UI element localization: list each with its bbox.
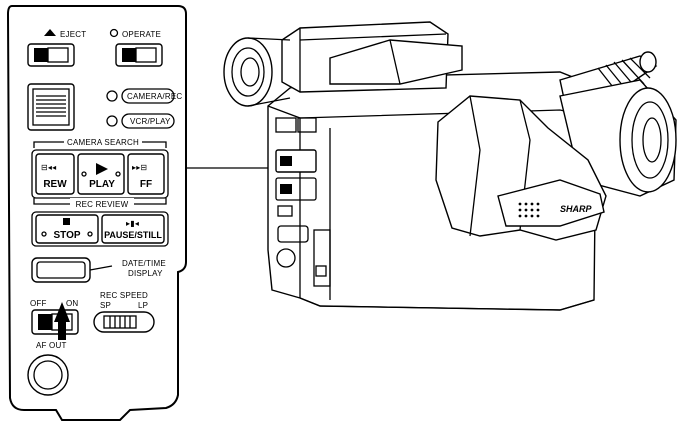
viewfinder-edges: [299, 28, 447, 92]
on-label: ON: [66, 299, 78, 308]
stop-right-dot-icon: [87, 231, 93, 237]
body-bottom-edge: [299, 297, 595, 311]
display-label: DISPLAY: [128, 269, 163, 278]
eyepiece: [223, 37, 291, 107]
brand-logo: SHARP: [560, 204, 593, 214]
control-panel: EJECT OPERATE CAMERA/REC: [6, 5, 187, 421]
stop-pause-group-frame: [31, 211, 169, 247]
operate-label: OPERATE: [122, 30, 161, 39]
camera-search-label: CAMERA SEARCH: [67, 138, 139, 147]
panel-outline: [6, 5, 187, 421]
eject-icon: [44, 29, 56, 36]
operate-indicator-icon: [109, 28, 119, 38]
eject-switch[interactable]: EJECT: [27, 29, 86, 67]
strap-holes-icon: [518, 202, 540, 218]
rew-label: REW: [43, 179, 67, 190]
pause-still-button[interactable]: ▸▮◂ PAUSE/STILL: [101, 214, 165, 244]
rec-review-label: REC REVIEW: [76, 200, 129, 209]
rec-speed-switch[interactable]: REC SPEED SP LP: [93, 291, 155, 333]
vcr-play-lamp-icon: [106, 115, 118, 127]
rec-speed-label: REC SPEED: [100, 291, 148, 300]
camera-rec-indicator: CAMERA/REC: [106, 88, 182, 104]
camera-vcr-mode-switch[interactable]: [27, 83, 75, 131]
stop-icon: [63, 218, 70, 225]
off-on-switch[interactable]: OFF ON: [30, 299, 79, 335]
vcr-play-label: VCR/PLAY: [130, 117, 171, 126]
rew-search-icon: ⊟◂◂: [41, 163, 56, 172]
ff-button[interactable]: ▸▸⊟ FF: [127, 153, 165, 195]
pause-still-icon: ▸▮◂: [126, 219, 139, 228]
play-left-dot-icon: [81, 171, 87, 177]
stop-label: STOP: [53, 230, 80, 241]
pointer-arrow: [54, 302, 70, 340]
hand-strap: SHARP: [435, 95, 607, 241]
play-icon: [96, 163, 108, 175]
camcorder-illustration: SHARP: [223, 21, 677, 311]
arrow-up-icon: [54, 302, 70, 340]
camera-rec-label: CAMERA/REC: [127, 92, 182, 101]
af-out-label: AF OUT: [36, 341, 67, 350]
stop-button[interactable]: STOP: [35, 214, 99, 244]
eject-label: EJECT: [60, 30, 86, 39]
stop-left-dot-icon: [41, 231, 47, 237]
lp-label: LP: [138, 301, 148, 310]
pause-still-label: PAUSE/STILL: [104, 230, 162, 240]
play-button[interactable]: PLAY: [77, 153, 125, 195]
vcr-play-indicator: VCR/PLAY: [106, 113, 175, 129]
operate-switch[interactable]: OPERATE: [109, 28, 163, 67]
side-panel-highlight: [275, 149, 317, 173]
camera-rec-lamp-icon: [106, 90, 118, 102]
strap-pad: [497, 179, 605, 227]
date-time-label: DATE/TIME: [122, 259, 166, 268]
side-control-cluster: [275, 117, 331, 287]
sp-label: SP: [100, 301, 111, 310]
play-right-dot-icon: [115, 171, 121, 177]
ff-search-icon: ▸▸⊟: [132, 163, 147, 172]
off-label: OFF: [30, 299, 47, 308]
play-label: PLAY: [89, 179, 115, 190]
af-out-jack[interactable]: AF OUT: [27, 341, 69, 396]
ff-label: FF: [140, 179, 152, 190]
date-time-display-button[interactable]: DATE/TIME DISPLAY: [31, 257, 166, 283]
rew-button[interactable]: ⊟◂◂ REW: [35, 153, 75, 195]
